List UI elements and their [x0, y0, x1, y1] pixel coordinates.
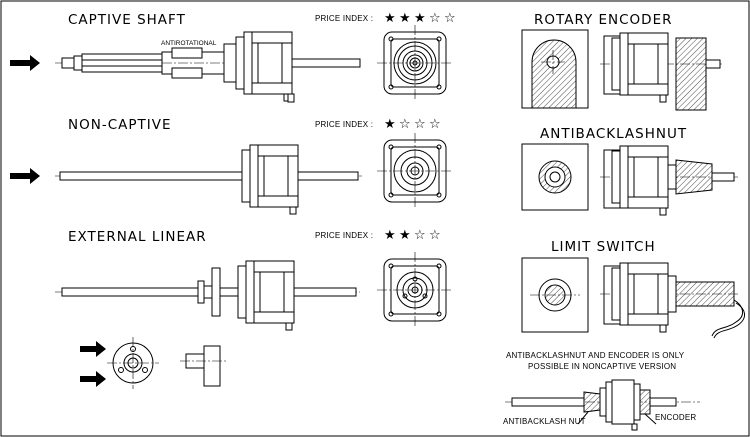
- star-empty-icon: ☆: [429, 117, 441, 132]
- captive-price-label: PRICE INDEX :: [315, 14, 373, 23]
- captive-price-stars: ★★★☆☆: [384, 11, 456, 26]
- external-price-label: PRICE INDEX :: [315, 231, 373, 240]
- flange-nut-front: [107, 337, 159, 389]
- combined-assembly: ANTIBACKLASH NUT ENCODER: [503, 379, 700, 431]
- external-linear-title: EXTERNAL LINEAR: [68, 229, 207, 245]
- flange-arrow-icon: [80, 341, 106, 357]
- limit-switch-option: LIMIT SWITCH: [521, 239, 745, 339]
- non-captive-title: NON-CAPTIVE: [68, 117, 172, 133]
- input-arrow-icon: [10, 168, 40, 184]
- star-empty-icon: ☆: [429, 228, 441, 243]
- star-filled-icon: ★: [384, 117, 396, 132]
- antibacklash-side: [600, 145, 738, 216]
- star-empty-icon: ☆: [414, 228, 426, 243]
- note-line-1: ANTIBACKLASHNUT AND ENCODER IS ONLY: [506, 351, 685, 360]
- star-empty-icon: ☆: [444, 11, 456, 26]
- star-empty-icon: ☆: [414, 117, 426, 132]
- noncaptive-price-stars: ★☆☆☆: [384, 117, 441, 132]
- star-filled-icon: ★: [399, 11, 411, 26]
- encoder-label: ENCODER: [655, 413, 696, 422]
- noncaptive-price-label: PRICE INDEX :: [315, 120, 373, 129]
- rotary-encoder-side: [600, 32, 722, 111]
- limit-switch-side: [600, 262, 745, 339]
- input-arrow-icon: [10, 55, 40, 71]
- non-captive-section: NON-CAPTIVE PRICE INDEX : ★☆☆☆: [10, 117, 454, 215]
- antibacklash-option: ANTIBACKLASHNUT: [521, 126, 738, 216]
- star-filled-icon: ★: [384, 228, 396, 243]
- captive-shaft-section: CAPTIVE SHAFT PRICE INDEX : ★★★☆☆ ANTIRO…: [10, 11, 456, 103]
- noncaptive-front-view: [376, 132, 454, 210]
- antirotational-label: ANTIROTATIONAL: [161, 40, 217, 47]
- note-line-2: POSSIBLE IN NONCAPTIVE VERSION: [528, 362, 676, 371]
- star-empty-icon: ☆: [429, 11, 441, 26]
- captive-shaft-title: CAPTIVE SHAFT: [68, 12, 186, 28]
- limit-switch-title: LIMIT SWITCH: [551, 239, 656, 255]
- external-price-stars: ★★☆☆: [384, 228, 441, 243]
- flange-arrow-icon: [80, 371, 106, 387]
- external-front-view: [376, 251, 454, 329]
- star-filled-icon: ★: [414, 11, 426, 26]
- star-filled-icon: ★: [399, 228, 411, 243]
- star-empty-icon: ☆: [399, 117, 411, 132]
- rotary-encoder-option: ROTARY ENCODER: [521, 12, 722, 111]
- captive-front-view: [376, 24, 454, 102]
- rotary-encoder-title: ROTARY ENCODER: [534, 12, 672, 28]
- antibacklash-nut-label: ANTIBACKLASH NUT: [503, 417, 586, 426]
- antibacklash-title: ANTIBACKLASHNUT: [540, 126, 687, 142]
- star-filled-icon: ★: [384, 11, 396, 26]
- flange-nut-side: [180, 345, 226, 387]
- external-linear-section: EXTERNAL LINEAR PRICE INDEX : ★★☆☆: [55, 228, 454, 389]
